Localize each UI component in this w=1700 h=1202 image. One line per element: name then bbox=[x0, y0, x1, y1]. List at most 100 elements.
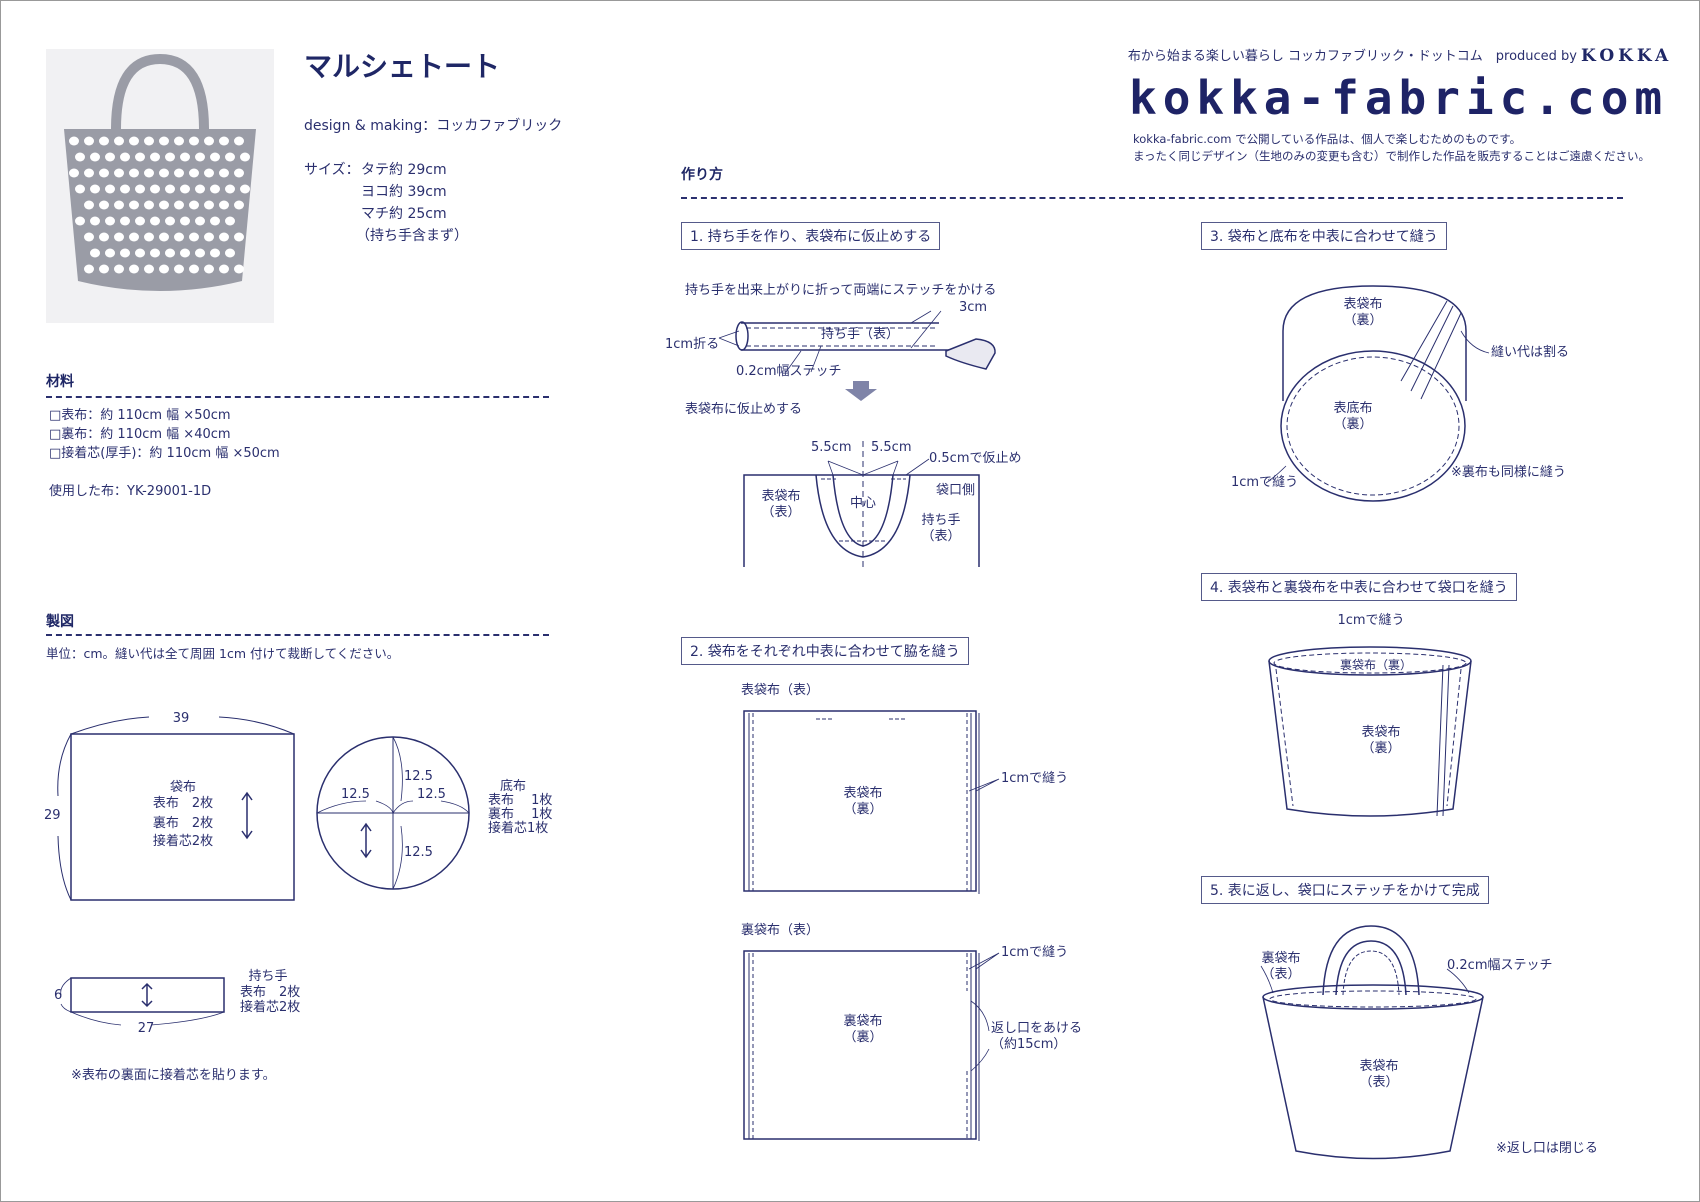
polka-dot bbox=[69, 168, 79, 178]
polka-dot bbox=[165, 248, 175, 258]
step-1-title: 1. 持ち手を作り、表袋布に仮止めする bbox=[681, 222, 941, 250]
lining-note: ※裏布も同様に縫う bbox=[1451, 465, 1566, 480]
baste-label: 0.5cmで仮止め bbox=[929, 451, 1022, 466]
polka-dot bbox=[174, 264, 184, 274]
polka-dot bbox=[84, 232, 94, 242]
polka-dot bbox=[90, 248, 100, 258]
polka-dot bbox=[219, 232, 229, 242]
polka-dot bbox=[120, 184, 130, 194]
size-label: サイズ： bbox=[304, 162, 360, 178]
polka-dot bbox=[129, 200, 139, 210]
polka-dot bbox=[99, 200, 109, 210]
closing-note: ※返し口は閉じる bbox=[1496, 1141, 1598, 1156]
notice-line-2: まったく同じデザイン（生地のみの変更も含む）で制作した作品を販売することはご遠慮… bbox=[1133, 149, 1651, 163]
polka-dot bbox=[165, 152, 175, 162]
polka-dot bbox=[180, 184, 190, 194]
polka-dot bbox=[204, 200, 214, 210]
lining-label: 裏袋布（裏） bbox=[1339, 658, 1413, 672]
polka-dot bbox=[189, 136, 199, 146]
pattern-title: マルシェトート bbox=[304, 50, 501, 83]
polka-dot bbox=[234, 200, 244, 210]
tote-bag-image bbox=[64, 53, 256, 291]
lining-label: 裏袋布 （表） bbox=[1261, 951, 1301, 983]
site-logo[interactable]: kokka-fabric.com bbox=[1129, 71, 1669, 125]
fabric-used: 使用した布：YK-29001-1D bbox=[49, 484, 212, 499]
handle-label: 持ち手（表） bbox=[821, 327, 900, 342]
polka-dot bbox=[120, 216, 130, 226]
lining-label: 裏袋布（表） bbox=[741, 923, 820, 938]
polka-dot bbox=[105, 184, 115, 194]
kokka-brand: KOKKA bbox=[1581, 46, 1673, 66]
polka-dot bbox=[129, 136, 139, 146]
handle-piece-count: 接着芯2枚 bbox=[240, 1000, 301, 1015]
polka-dot bbox=[114, 168, 124, 178]
polka-dot bbox=[135, 216, 145, 226]
radius-label: 12.5 bbox=[341, 787, 370, 802]
bag-height-label: 29 bbox=[44, 808, 61, 823]
polka-dot bbox=[99, 136, 109, 146]
polka-dot bbox=[114, 232, 124, 242]
polka-dot bbox=[144, 264, 154, 274]
materials-heading: 材料 bbox=[46, 374, 74, 390]
bag-piece-name: 袋布 bbox=[169, 780, 197, 795]
dimension-label: 5.5cm bbox=[811, 440, 852, 455]
polka-dot bbox=[204, 136, 214, 146]
step-4-title: 4. 表袋布と裏袋布を中表に合わせて袋口を縫う bbox=[1201, 573, 1517, 601]
outer-bag-label: 表袋布 （裏） bbox=[1361, 725, 1401, 757]
seam-label: 1cmで縫う bbox=[1337, 613, 1405, 628]
polka-dot bbox=[165, 216, 175, 226]
polka-dot bbox=[114, 136, 124, 146]
polka-dot bbox=[90, 152, 100, 162]
polka-dot bbox=[150, 248, 160, 258]
divider bbox=[46, 396, 549, 398]
bottom-piece-count: 表布 1枚 bbox=[488, 793, 553, 808]
bag-piece-shape bbox=[70, 733, 295, 901]
radius-label: 12.5 bbox=[417, 787, 446, 802]
size-height: タテ約 29cm bbox=[361, 162, 447, 178]
polka-dot bbox=[99, 264, 109, 274]
bottom-piece-count: 裏布 1枚 bbox=[488, 807, 553, 822]
outer-bag-label: 表袋布 （表） bbox=[761, 489, 801, 521]
outer-bag-label: 表袋布 （裏） bbox=[843, 786, 883, 818]
polka-dot bbox=[120, 248, 130, 258]
polka-dot bbox=[120, 152, 130, 162]
polka-dot bbox=[150, 216, 160, 226]
bottom-label: 表底布 （裏） bbox=[1333, 401, 1373, 433]
polka-dot bbox=[204, 168, 214, 178]
polka-dot bbox=[219, 136, 229, 146]
polka-dot bbox=[135, 184, 145, 194]
size-gusset: マチ約 25cm bbox=[361, 206, 447, 222]
credit: design & making：コッカファブリック bbox=[304, 118, 563, 134]
polka-dot bbox=[105, 216, 115, 226]
polka-dot bbox=[204, 264, 214, 274]
polka-dot bbox=[159, 200, 169, 210]
seam-label: 1cmで縫う bbox=[1001, 945, 1069, 960]
step-3-title: 3. 袋布と底布を中表に合わせて縫う bbox=[1201, 222, 1447, 250]
polka-dot bbox=[174, 136, 184, 146]
polka-dot bbox=[234, 264, 244, 274]
notice-line-1: kokka-fabric.com で公開している作品は、個人で楽しむためのもので… bbox=[1133, 132, 1522, 146]
polka-dot bbox=[135, 152, 145, 162]
polka-dot bbox=[129, 168, 139, 178]
polka-dot bbox=[219, 200, 229, 210]
polka-dot bbox=[150, 152, 160, 162]
polka-dot bbox=[75, 152, 85, 162]
polka-dot bbox=[114, 264, 124, 274]
polka-dot bbox=[90, 184, 100, 194]
polka-dot bbox=[174, 168, 184, 178]
polka-dot bbox=[189, 232, 199, 242]
polka-dot bbox=[99, 232, 109, 242]
handle-height-label: 6 bbox=[54, 988, 63, 1003]
radius-label: 12.5 bbox=[404, 845, 433, 860]
polka-dot bbox=[159, 168, 169, 178]
pattern-heading: 製図 bbox=[46, 614, 74, 630]
size-width: ヨコ約 39cm bbox=[361, 184, 447, 200]
polka-dot bbox=[144, 200, 154, 210]
step-1-instruction: 持ち手を出来上がりに折って両端にステッチをかける bbox=[685, 283, 997, 298]
polka-dot bbox=[225, 184, 235, 194]
material-item: □表布：約 110cm 幅 ×50cm bbox=[49, 408, 231, 423]
polka-dot bbox=[225, 152, 235, 162]
polka-dot bbox=[150, 184, 160, 194]
polka-dot bbox=[165, 184, 175, 194]
